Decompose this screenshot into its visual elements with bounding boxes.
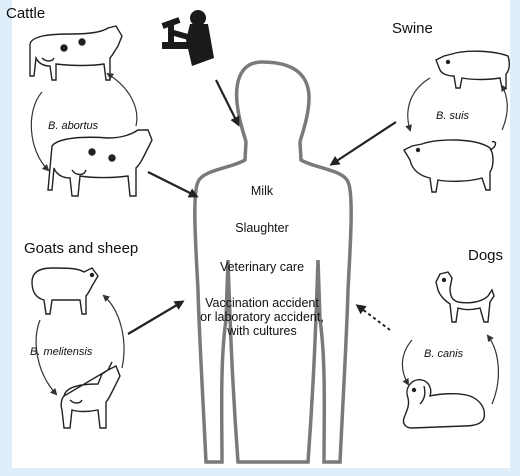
species-b-suis: B. suis [436,110,469,122]
sheep-icon [32,268,98,314]
cow-icon [30,26,122,80]
species-b-melitensis: B. melitensis [30,346,92,358]
route-vaccination-line-1: Vaccination accident [200,296,324,310]
route-veterinary-care: Veterinary care [210,260,314,274]
dogs-label: Dogs [468,247,503,264]
arrow-swine-to-human [332,122,396,164]
route-slaughter: Slaughter [222,221,302,235]
lab-worker-icon [162,10,214,66]
route-milk: Milk [240,184,284,198]
diagram-canvas: Cattle Swine Goats and sheep Dogs B. abo… [12,0,510,468]
puppy-icon [403,380,484,428]
arrow-dogs-to-human [358,306,390,330]
species-b-canis: B. canis [424,348,463,360]
route-vaccination-line-3: with cultures [200,324,324,338]
route-vaccination-accident: Vaccination accident or laboratory accid… [200,296,324,338]
pig-icon [436,51,509,88]
goat-icon [61,362,120,428]
arrow-goats-to-human [128,302,182,334]
cattle-label: Cattle [6,5,45,22]
boar-icon [404,140,496,192]
swine-label: Swine [392,20,433,37]
goats-sheep-label: Goats and sheep [24,240,138,257]
arrow-lab-to-human [216,80,238,124]
arrow-cattle-to-human [148,172,196,196]
species-b-abortus: B. abortus [48,120,98,132]
dog-icon [436,272,494,322]
route-vaccination-line-2: or laboratory accident, [200,310,324,324]
bull-icon [48,130,152,196]
